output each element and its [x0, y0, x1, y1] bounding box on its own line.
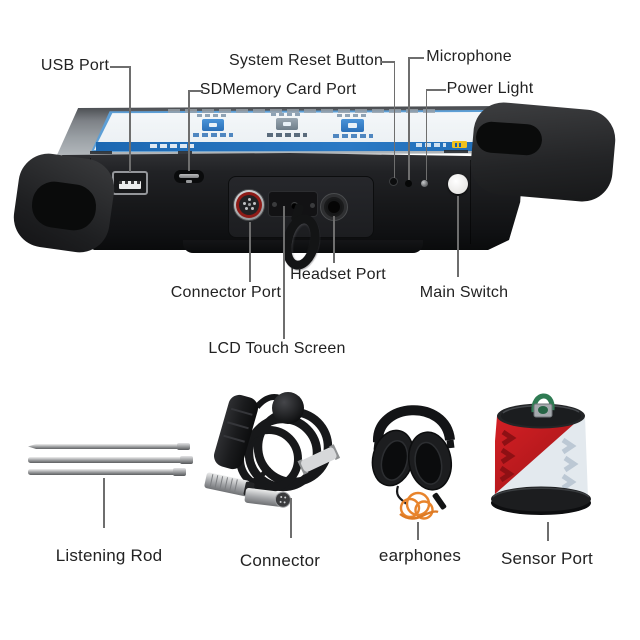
sd-card-slot[interactable] — [174, 170, 204, 183]
label-lcd-touch-screen: LCD Touch Screen — [208, 340, 346, 357]
screw-right — [310, 203, 315, 208]
lcd-line — [283, 206, 285, 339]
white-chevrons — [561, 437, 579, 491]
connector-port-line — [249, 222, 251, 282]
connector-port[interactable] — [233, 189, 265, 221]
reset-button[interactable] — [389, 177, 398, 186]
headset-line — [333, 216, 335, 263]
earphones-image — [371, 405, 455, 520]
label-connector-port: Connector Port — [170, 284, 282, 301]
plug-cable — [248, 465, 272, 486]
label-power-light: Power Light — [446, 80, 534, 97]
mic-dash — [409, 57, 424, 59]
label-sensor-port: Sensor Port — [501, 549, 593, 568]
rod-2 — [28, 457, 193, 463]
label-headset-port: Headset Port — [290, 266, 386, 283]
ear-cup-left — [371, 429, 415, 487]
bezel-print-right-1 — [444, 150, 468, 153]
status-bar-text-right — [416, 143, 446, 147]
rod-3 — [28, 469, 186, 475]
screen-icon-tile-2[interactable] — [264, 112, 310, 138]
app-icon — [202, 119, 224, 131]
power-light — [421, 180, 428, 187]
earphone-cable — [396, 485, 407, 505]
mic-line — [408, 57, 410, 180]
connector-handle — [213, 394, 259, 470]
sensor-image — [491, 393, 591, 515]
app-icon — [276, 118, 298, 130]
front-bottom-tab — [183, 240, 423, 253]
loop-knot — [538, 406, 548, 414]
label-microphone: Microphone — [426, 48, 512, 65]
reset-line — [393, 61, 395, 178]
cable-plug — [432, 492, 447, 510]
power-line — [425, 89, 427, 180]
ear-cup-right — [407, 431, 453, 491]
main-switch-line — [457, 196, 459, 277]
rod-2-coupler — [180, 456, 193, 464]
earphones-line — [417, 522, 419, 540]
bezel-print-sd — [178, 151, 192, 154]
label-connector: Connector — [239, 551, 321, 570]
sensor-base — [491, 486, 591, 512]
status-bar-text-left — [150, 144, 194, 148]
screen-icon-tile-3[interactable] — [330, 113, 376, 139]
rod-3-coupler — [173, 468, 186, 476]
connector-plug-2 — [244, 487, 291, 508]
headset-jack[interactable] — [320, 193, 348, 221]
connector-line — [290, 498, 292, 538]
sensor-red-panel — [495, 416, 583, 494]
usb-port-dash — [110, 66, 130, 68]
rod-1-coupler — [177, 443, 190, 450]
label-earphones: earphones — [378, 546, 462, 565]
reset-dash — [381, 61, 395, 63]
listening-rod-line — [103, 478, 105, 528]
front-seam-right — [470, 160, 472, 244]
sd-dash — [189, 90, 203, 92]
sensor-port-line — [547, 522, 549, 541]
connector-ball — [272, 392, 304, 424]
screen-icon-tile-1[interactable] — [190, 113, 236, 139]
screen-status-bar — [96, 142, 513, 151]
usb-port[interactable] — [112, 171, 148, 195]
right-handle-hole — [474, 120, 544, 157]
usb-port-line — [129, 66, 131, 172]
screen-header-text — [168, 109, 440, 113]
orange-cable-coil — [399, 491, 439, 520]
screw-left — [272, 202, 277, 207]
main-switch[interactable] — [448, 174, 468, 194]
app-icon — [341, 119, 364, 132]
bezel-print-usb — [90, 151, 112, 154]
battery-icon — [452, 141, 467, 148]
microphone-hole — [405, 180, 412, 187]
label-usb-port: USB Port — [40, 57, 110, 74]
headband — [373, 405, 455, 443]
rod-1 — [28, 444, 190, 449]
label-system-reset: System Reset Button — [228, 52, 384, 69]
power-dash — [427, 89, 446, 91]
label-sd-card: SDMemory Card Port — [199, 81, 357, 98]
connector-cable-image — [204, 392, 341, 508]
label-listening-rod: Listening Rod — [55, 546, 163, 565]
cable-sleeve — [297, 444, 341, 475]
sd-line — [188, 90, 190, 171]
red-chevrons — [499, 429, 517, 483]
label-main-switch: Main Switch — [419, 284, 509, 301]
